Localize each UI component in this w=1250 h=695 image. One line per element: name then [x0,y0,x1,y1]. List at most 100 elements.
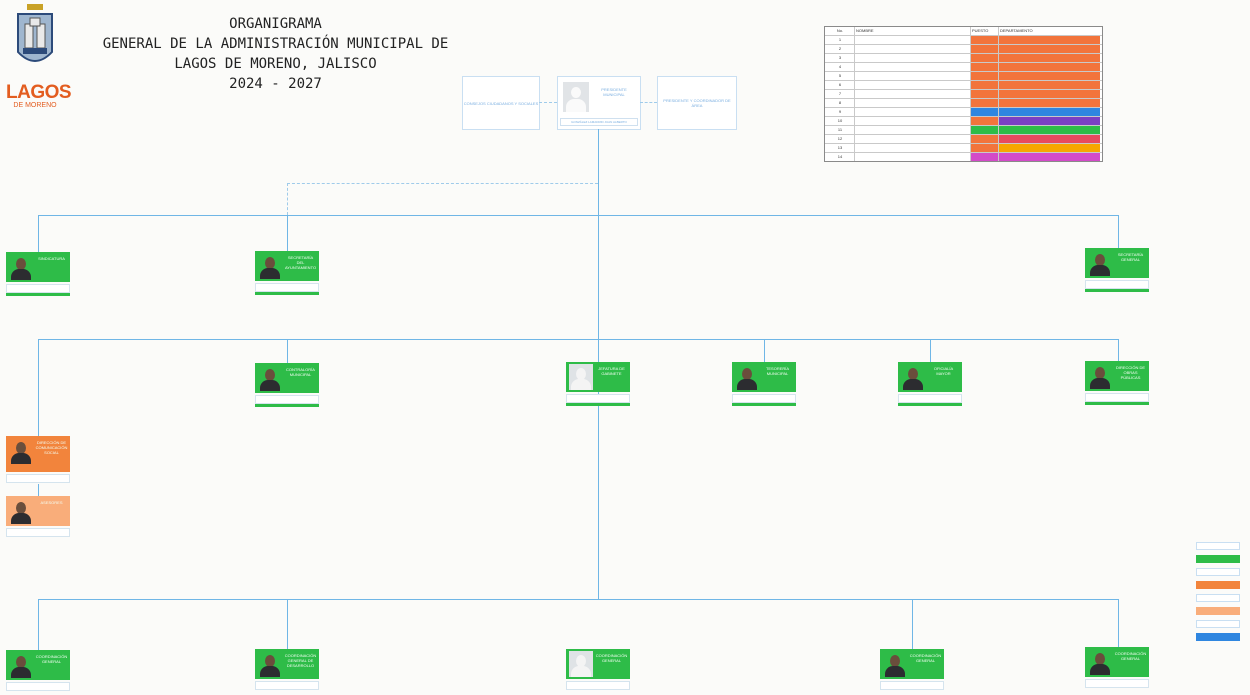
org-node-coordinacion-4[interactable]: COORDINACIÓN GENERAL [880,649,944,690]
org-node-jefatura-gabinete[interactable]: JEFATURA DE GABINETE [566,362,630,406]
org-node-tesoreria[interactable]: TESORERÍA MUNICIPAL [732,362,796,406]
org-node-contraloria[interactable]: CONTRALORÍA MUNICIPAL [255,363,319,407]
org-node-coordinacion-5[interactable]: COORDINACIÓN GENERAL [1085,647,1149,688]
mayor-title: PRESIDENTE MUNICIPAL [601,87,627,97]
staff-photo [901,364,925,390]
staff-photo [9,652,33,678]
table-cell: 5 [825,72,855,80]
node-name [255,283,319,292]
header-cell: DEPARTAMENTO [999,27,1100,35]
table-cell: 1 [825,36,855,44]
row3-drop-d [912,599,913,649]
title-line-4: 2024 - 2027 [229,76,322,92]
table-cell: 12 [825,135,855,143]
staff-photo [1088,250,1112,276]
table-cell: 10 [825,117,855,125]
legend-item [1196,542,1240,550]
table-cell: 2 [825,45,855,53]
row2-connector [38,339,1119,340]
table-cell [971,63,999,71]
org-node-oficialia-mayor[interactable]: OFICIALÍA MAYOR [898,362,962,406]
org-node-comunicacion-social[interactable]: DIRECCIÓN DE COMUNICACIÓN SOCIAL [6,436,70,484]
staff-photo [1088,649,1112,675]
table-cell [999,72,1100,80]
node-name [255,681,319,690]
row2-drop-a [287,339,288,363]
node-title: DIRECCIÓN DE COMUNICACIÓN SOCIAL [35,440,68,455]
table-cell [999,126,1100,134]
citizen-councils-label: CONSEJOS CIUDADANOS Y SOCIALES [463,100,539,106]
table-row: 11 [825,126,1102,135]
node-title: DIRECCIÓN DE OBRAS PÚBLICAS [1115,365,1146,380]
table-cell: 14 [825,153,855,161]
node-title: COORDINACIÓN GENERAL [35,654,68,664]
table-cell [999,90,1100,98]
table-cell [855,54,971,62]
node-title: COORDINACIÓN GENERAL [595,653,628,663]
org-node-coordinacion-2[interactable]: COORDINACIÓN GENERAL DE DESARROLLO [255,649,319,690]
header-cell: NOMBRE [855,27,971,35]
municipal-logo: LAGOS DE MORENO [6,4,72,122]
title-line-1: ORGANIGRAMA [229,16,322,32]
table-cell: 11 [825,126,855,134]
table-cell [971,135,999,143]
row3-drop-a [38,599,39,650]
node-title: CONTRALORÍA MUNICIPAL [286,367,315,377]
table-cell [855,90,971,98]
staff-photo [9,498,33,524]
orange-link-line [38,484,39,496]
table-cell [855,153,971,161]
coordinator-label: PRESIDENTE Y COORDINADOR DE ÁREA [663,98,731,108]
table-cell [855,99,971,107]
row3-drop-e [1118,599,1119,647]
legend [1196,542,1240,646]
node-title: COORDINACIÓN GENERAL [1114,651,1147,661]
table-cell [971,117,999,125]
legend-item [1196,568,1240,576]
table-cell [855,36,971,44]
row2-drop-d [930,339,931,362]
org-node-coordinacion-3[interactable]: COORDINACIÓN GENERAL [566,649,630,690]
table-cell [999,144,1100,152]
table-cell: 3 [825,54,855,62]
row2-drop-e [1118,339,1119,361]
row1-connector [38,215,1119,216]
row3-drop-b [287,599,288,649]
dashed-branch-h [287,183,598,184]
mayor-node: PRESIDENTE MUNICIPAL GONZÁLEZ LAMADRID J… [557,76,641,130]
legend-item [1196,620,1240,628]
node-name [6,284,70,293]
row1-drop-a [38,215,39,252]
table-row: 14 [825,153,1102,161]
table-cell: 6 [825,81,855,89]
org-node-asesores[interactable]: ASESORES [6,496,70,537]
header-cell: No. [825,27,855,35]
table-cell [855,135,971,143]
table-row: 7 [825,90,1102,99]
table-row: 6 [825,81,1102,90]
org-node-secretaria-general[interactable]: SECRETARÍA GENERAL [1085,248,1149,292]
node-name [6,474,70,483]
node-title: JEFATURA DE GABINETE [598,366,625,376]
logo-wordmark: LAGOS [6,82,72,103]
table-cell [855,81,971,89]
coat-of-arms-icon [17,4,53,62]
table-cell [971,90,999,98]
table-row: 4 [825,63,1102,72]
row1-drop-c [1118,215,1119,248]
staff-photo [258,651,282,677]
table-cell [855,108,971,116]
org-node-coordinacion-1[interactable]: COORDINACIÓN GENERAL [6,650,70,691]
person-head-icon [571,87,581,98]
org-node-obras-publicas[interactable]: DIRECCIÓN DE OBRAS PÚBLICAS [1085,361,1149,405]
node-name [6,682,70,691]
org-node-sindicatura[interactable]: SINDICATURA [6,252,70,296]
node-name [880,681,944,690]
node-title: SINDICATURA [38,256,65,261]
table-cell [971,108,999,116]
staff-photo [258,365,282,391]
row1-drop-b [287,215,288,251]
table-cell [971,36,999,44]
org-node-secretaria-ayuntamiento[interactable]: SECRETARÍA DEL AYUNTAMIENTO [255,251,319,295]
table-cell [999,99,1100,107]
